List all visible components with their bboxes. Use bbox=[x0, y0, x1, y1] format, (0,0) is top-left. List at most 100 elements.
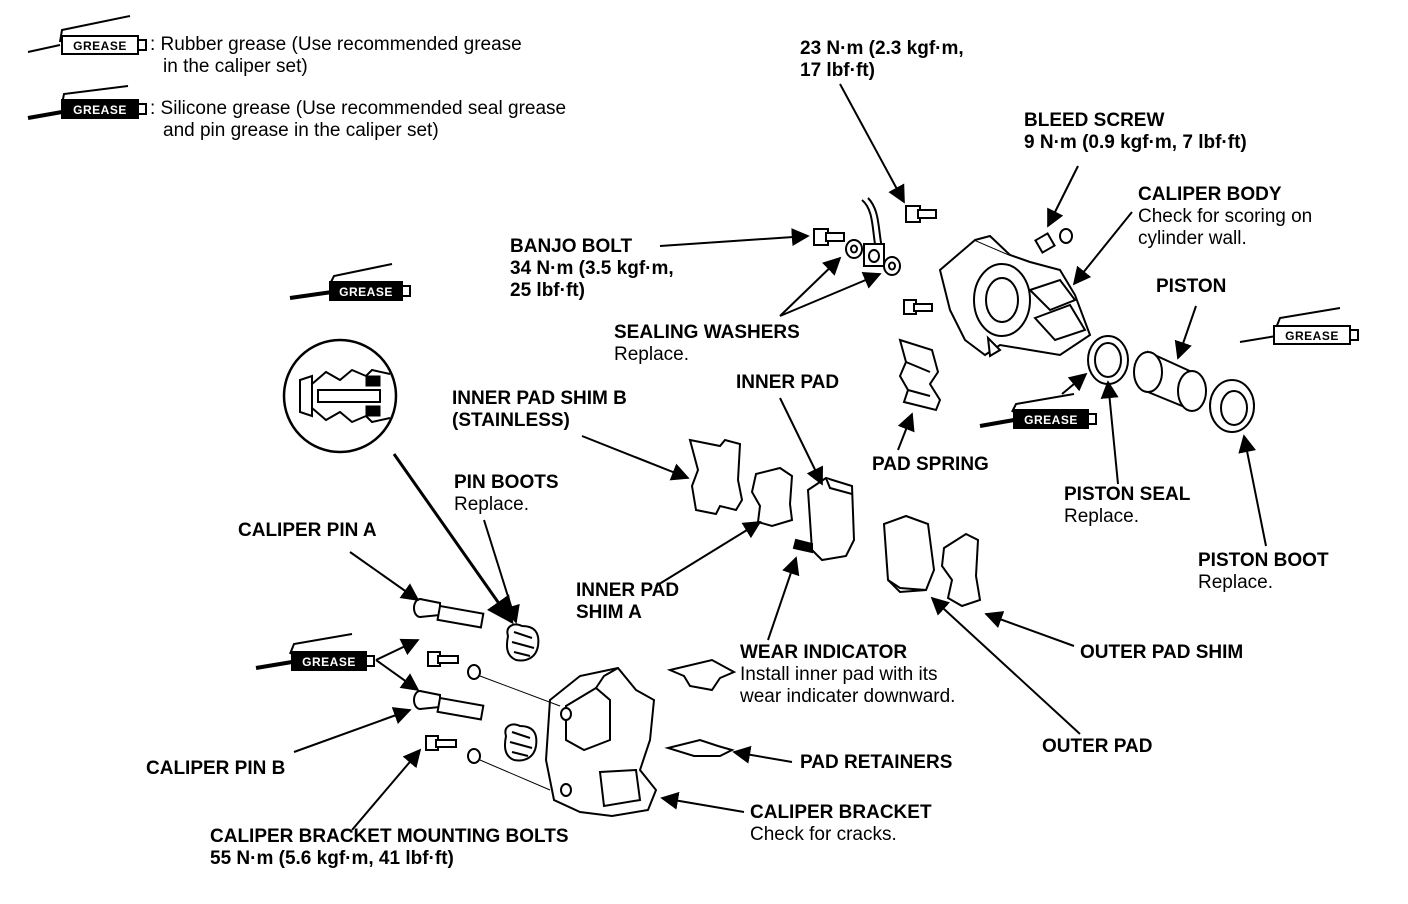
silicone-grease-tube-icon-pins: GREASE bbox=[255, 633, 375, 671]
legend-silicone-grease: : Silicone grease (Use recommended seal … bbox=[150, 98, 566, 142]
bleed-screw-part bbox=[1034, 228, 1073, 254]
grease-tag-seal: GREASE bbox=[1024, 413, 1078, 427]
label-caliper-pin-b-title: CALIPER PIN B bbox=[146, 758, 286, 779]
label-caliper-pin-a-title: CALIPER PIN A bbox=[238, 520, 377, 541]
label-sealing-washers-sub: Replace. bbox=[614, 344, 689, 365]
label-torque-23: 23 N·m (2.3 kgf·m, 17 lbf·ft) bbox=[800, 38, 964, 82]
label-wear-indicator: WEAR INDICATOR Install inner pad with it… bbox=[740, 642, 955, 708]
label-piston-boot-title: PISTON BOOT bbox=[1198, 550, 1329, 571]
label-caliper-pin-a: CALIPER PIN A bbox=[238, 520, 377, 542]
label-wear-indicator-title: WEAR INDICATOR bbox=[740, 642, 908, 663]
caliper-pin-a-part bbox=[413, 598, 485, 629]
outer-pad-shim-part bbox=[940, 532, 982, 608]
inner-pad-part bbox=[792, 476, 856, 562]
bracket-bolt-lower-part bbox=[425, 735, 481, 764]
label-piston-seal-title: PISTON SEAL bbox=[1064, 484, 1191, 505]
pad-retainer-lower-part bbox=[664, 738, 735, 757]
rubber-grease-tag: GREASE bbox=[73, 39, 127, 53]
leader-arrows bbox=[293, 83, 1267, 831]
legend-silicone-line1: : Silicone grease (Use recommended seal … bbox=[150, 98, 567, 119]
label-bleed-screw-spec: 9 N·m (0.9 kgf·m, 7 lbf·ft) bbox=[1024, 132, 1247, 153]
label-inner-pad-shim-a-line2: SHIM A bbox=[576, 602, 642, 623]
label-pin-boots: PIN BOOTS Replace. bbox=[454, 472, 559, 516]
pin-boot-a-part bbox=[506, 623, 540, 662]
label-inner-pad: INNER PAD bbox=[736, 372, 839, 394]
grease-tag-pins: GREASE bbox=[302, 655, 356, 669]
inner-pad-shim-b-part bbox=[688, 438, 744, 516]
caliper-bracket-part bbox=[544, 666, 658, 818]
label-caliper-pin-b: CALIPER PIN B bbox=[146, 758, 285, 780]
pin-boot-b-part bbox=[504, 723, 538, 762]
assembly-lines bbox=[479, 675, 561, 791]
label-pin-boots-sub: Replace. bbox=[454, 494, 529, 515]
label-piston-title: PISTON bbox=[1156, 276, 1227, 297]
label-torque-23-line2: 17 lbf·ft) bbox=[800, 60, 875, 81]
label-inner-pad-shim-b-line2: (STAINLESS) bbox=[452, 410, 570, 431]
pad-spring-part bbox=[898, 338, 942, 412]
caliper-pin-b-part bbox=[413, 690, 485, 721]
legend-rubber-line2: in the caliper set) bbox=[163, 56, 308, 77]
rubber-grease-tube-icon: GREASE bbox=[27, 15, 147, 55]
piston-part bbox=[1133, 350, 1207, 412]
label-pad-retainers-title: PAD RETAINERS bbox=[800, 752, 953, 773]
label-caliper-bracket-sub: Check for cracks. bbox=[750, 824, 897, 845]
union-bolt-part bbox=[905, 205, 937, 223]
inner-pad-shim-a-part bbox=[750, 466, 794, 528]
silicone-grease-tube-icon-seal: GREASE bbox=[979, 393, 1097, 429]
label-piston: PISTON bbox=[1156, 276, 1226, 298]
label-outer-pad: OUTER PAD bbox=[1042, 736, 1152, 758]
label-inner-pad-shim-b-line1: INNER PAD SHIM B bbox=[452, 388, 627, 409]
label-sealing-washers-title: SEALING WASHERS bbox=[614, 322, 800, 343]
bracket-bolt-upper-part bbox=[427, 651, 481, 680]
caliper-body-part bbox=[938, 234, 1092, 358]
label-sealing-washers: SEALING WASHERS Replace. bbox=[614, 322, 800, 366]
label-banjo-bolt: BANJO BOLT 34 N·m (3.5 kgf·m, 25 lbf·ft) bbox=[510, 236, 674, 302]
label-inner-pad-shim-a-line1: INNER PAD bbox=[576, 580, 680, 601]
piston-boot-part bbox=[1209, 379, 1255, 433]
grease-tag-pistonboot: GREASE bbox=[1285, 329, 1339, 343]
silicone-grease-tag: GREASE bbox=[73, 103, 127, 117]
piston-seal-part bbox=[1087, 335, 1129, 385]
label-pin-boots-title: PIN BOOTS bbox=[454, 472, 559, 493]
label-pad-retainers: PAD RETAINERS bbox=[800, 752, 952, 774]
grease-tag-pinboot: GREASE bbox=[339, 285, 393, 299]
label-mounting-bolts-title: CALIPER BRACKET MOUNTING BOLTS bbox=[210, 826, 569, 847]
label-outer-pad-shim-title: OUTER PAD SHIM bbox=[1080, 642, 1244, 663]
label-wear-indicator-line2: wear indicater downward. bbox=[740, 686, 956, 707]
label-pad-spring: PAD SPRING bbox=[872, 454, 989, 476]
label-caliper-body-title: CALIPER BODY bbox=[1138, 184, 1282, 205]
label-caliper-body: CALIPER BODY Check for scoring on cylind… bbox=[1138, 184, 1312, 250]
label-inner-pad-title: INNER PAD bbox=[736, 372, 840, 393]
label-bleed-screw-title: BLEED SCREW bbox=[1024, 110, 1165, 131]
silicone-grease-tube-icon-pinboot: GREASE bbox=[289, 263, 411, 301]
outer-pad-part bbox=[882, 514, 936, 594]
legend-rubber-line1: : Rubber grease (Use recommended grease bbox=[150, 34, 522, 55]
label-inner-pad-shim-a: INNER PAD SHIM A bbox=[576, 580, 679, 624]
label-bleed-screw: BLEED SCREW 9 N·m (0.9 kgf·m, 7 lbf·ft) bbox=[1024, 110, 1247, 154]
label-piston-seal-sub: Replace. bbox=[1064, 506, 1139, 527]
silicone-grease-tube-icon: GREASE bbox=[27, 85, 147, 120]
rubber-grease-tube-icon-pistonboot: GREASE bbox=[1239, 307, 1359, 345]
label-pad-spring-title: PAD SPRING bbox=[872, 454, 989, 475]
label-mounting-bolts: CALIPER BRACKET MOUNTING BOLTS 55 N·m (5… bbox=[210, 826, 569, 870]
label-wear-indicator-line1: Install inner pad with its bbox=[740, 664, 938, 685]
label-caliper-bracket-title: CALIPER BRACKET bbox=[750, 802, 932, 823]
banjo-bolt-assembly-part bbox=[813, 197, 901, 276]
label-outer-pad-title: OUTER PAD bbox=[1042, 736, 1153, 757]
label-banjo-bolt-line2: 25 lbf·ft) bbox=[510, 280, 585, 301]
pin-boot-detail-circle bbox=[282, 338, 398, 454]
legend-silicone-line2: and pin grease in the caliper set) bbox=[163, 120, 439, 141]
label-mounting-bolts-spec: 55 N·m (5.6 kgf·m, 41 lbf·ft) bbox=[210, 848, 454, 869]
label-outer-pad-shim: OUTER PAD SHIM bbox=[1080, 642, 1243, 664]
label-piston-boot-sub: Replace. bbox=[1198, 572, 1273, 593]
label-piston-boot: PISTON BOOT Replace. bbox=[1198, 550, 1329, 594]
label-banjo-bolt-line1: 34 N·m (3.5 kgf·m, bbox=[510, 258, 674, 279]
label-banjo-bolt-title: BANJO BOLT bbox=[510, 236, 633, 257]
legend-rubber-grease: : Rubber grease (Use recommended grease … bbox=[150, 34, 522, 78]
label-caliper-bracket: CALIPER BRACKET Check for cracks. bbox=[750, 802, 932, 846]
label-inner-pad-shim-b: INNER PAD SHIM B (STAINLESS) bbox=[452, 388, 627, 432]
label-caliper-body-line2: cylinder wall. bbox=[1138, 228, 1247, 249]
caliper-body-bolt-part bbox=[903, 299, 933, 315]
label-caliper-body-line1: Check for scoring on bbox=[1138, 206, 1313, 227]
